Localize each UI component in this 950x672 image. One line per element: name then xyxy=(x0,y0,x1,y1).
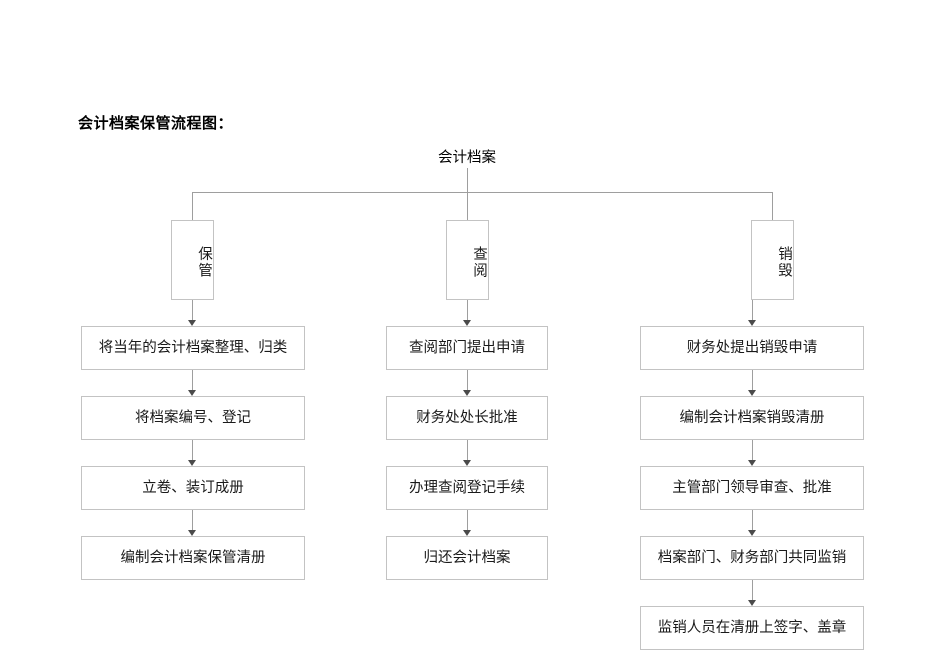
page-title: 会计档案保管流程图： xyxy=(78,114,234,132)
connector-chayue-0 xyxy=(467,300,468,320)
process-box-xiaohui-1[interactable]: 财务处提出销毁申请 xyxy=(640,326,864,370)
process-box-chayue-4[interactable]: 归还会计档案 xyxy=(386,536,548,580)
process-box-xiaohui-5[interactable]: 监销人员在清册上签字、盖章 xyxy=(640,606,864,650)
branch-box-baoguan[interactable]: 保管 xyxy=(171,220,214,300)
connector-drop-xiaohui xyxy=(772,192,773,220)
process-box-baoguan-3[interactable]: 立卷、装订成册 xyxy=(81,466,305,510)
arrow-baoguan-2 xyxy=(188,460,196,466)
connector-chayue-3 xyxy=(467,510,468,530)
connector-xiaohui-4 xyxy=(752,580,753,600)
process-box-xiaohui-3[interactable]: 主管部门领导审查、批准 xyxy=(640,466,864,510)
process-label: 编制会计档案保管清册 xyxy=(120,549,266,566)
process-label: 归还会计档案 xyxy=(423,549,511,566)
arrow-xiaohui-2 xyxy=(748,460,756,466)
connector-xiaohui-0 xyxy=(752,300,753,320)
connector-drop-chayue xyxy=(467,192,468,220)
process-box-baoguan-4[interactable]: 编制会计档案保管清册 xyxy=(81,536,305,580)
connector-root-stem xyxy=(467,168,468,192)
process-label: 将当年的会计档案整理、归类 xyxy=(98,339,288,356)
connector-baoguan-0 xyxy=(192,300,193,320)
branch-label-baoguan: 保管 xyxy=(196,246,212,279)
arrow-chayue-0 xyxy=(463,320,471,326)
arrow-xiaohui-1 xyxy=(748,390,756,396)
process-box-xiaohui-4[interactable]: 档案部门、财务部门共同监销 xyxy=(640,536,864,580)
process-label: 监销人员在清册上签字、盖章 xyxy=(657,619,847,636)
arrow-chayue-3 xyxy=(463,530,471,536)
connector-xiaohui-1 xyxy=(752,370,753,390)
arrow-xiaohui-3 xyxy=(748,530,756,536)
process-label: 办理查阅登记手续 xyxy=(409,479,525,496)
process-label: 查阅部门提出申请 xyxy=(409,339,525,356)
branch-label-xiaohui: 销毁 xyxy=(776,246,792,279)
process-box-chayue-1[interactable]: 查阅部门提出申请 xyxy=(386,326,548,370)
process-label: 财务处处长批准 xyxy=(416,409,518,426)
arrow-chayue-1 xyxy=(463,390,471,396)
arrow-xiaohui-4 xyxy=(748,600,756,606)
arrow-baoguan-0 xyxy=(188,320,196,326)
branch-box-xiaohui[interactable]: 销毁 xyxy=(751,220,794,300)
connector-baoguan-1 xyxy=(192,370,193,390)
process-label: 主管部门领导审查、批准 xyxy=(672,479,832,496)
arrow-chayue-2 xyxy=(463,460,471,466)
branch-box-chayue[interactable]: 查阅 xyxy=(446,220,489,300)
connector-xiaohui-3 xyxy=(752,510,753,530)
connector-xiaohui-2 xyxy=(752,440,753,460)
connector-distributor-bar xyxy=(192,192,773,193)
arrow-baoguan-1 xyxy=(188,390,196,396)
connector-baoguan-2 xyxy=(192,440,193,460)
process-label: 财务处提出销毁申请 xyxy=(686,339,818,356)
process-label: 编制会计档案销毁清册 xyxy=(679,409,825,426)
process-box-chayue-3[interactable]: 办理查阅登记手续 xyxy=(386,466,548,510)
process-box-baoguan-2[interactable]: 将档案编号、登记 xyxy=(81,396,305,440)
process-box-xiaohui-2[interactable]: 编制会计档案销毁清册 xyxy=(640,396,864,440)
process-label: 档案部门、财务部门共同监销 xyxy=(657,549,847,566)
arrow-xiaohui-0 xyxy=(748,320,756,326)
connector-chayue-2 xyxy=(467,440,468,460)
branch-label-chayue: 查阅 xyxy=(471,246,487,279)
arrow-baoguan-3 xyxy=(188,530,196,536)
connector-baoguan-3 xyxy=(192,510,193,530)
process-label: 将档案编号、登记 xyxy=(135,409,251,426)
process-label: 立卷、装订成册 xyxy=(142,479,244,496)
process-box-baoguan-1[interactable]: 将当年的会计档案整理、归类 xyxy=(81,326,305,370)
process-box-chayue-2[interactable]: 财务处处长批准 xyxy=(386,396,548,440)
root-node-label: 会计档案 xyxy=(438,150,496,166)
connector-drop-baoguan xyxy=(192,192,193,220)
connector-chayue-1 xyxy=(467,370,468,390)
